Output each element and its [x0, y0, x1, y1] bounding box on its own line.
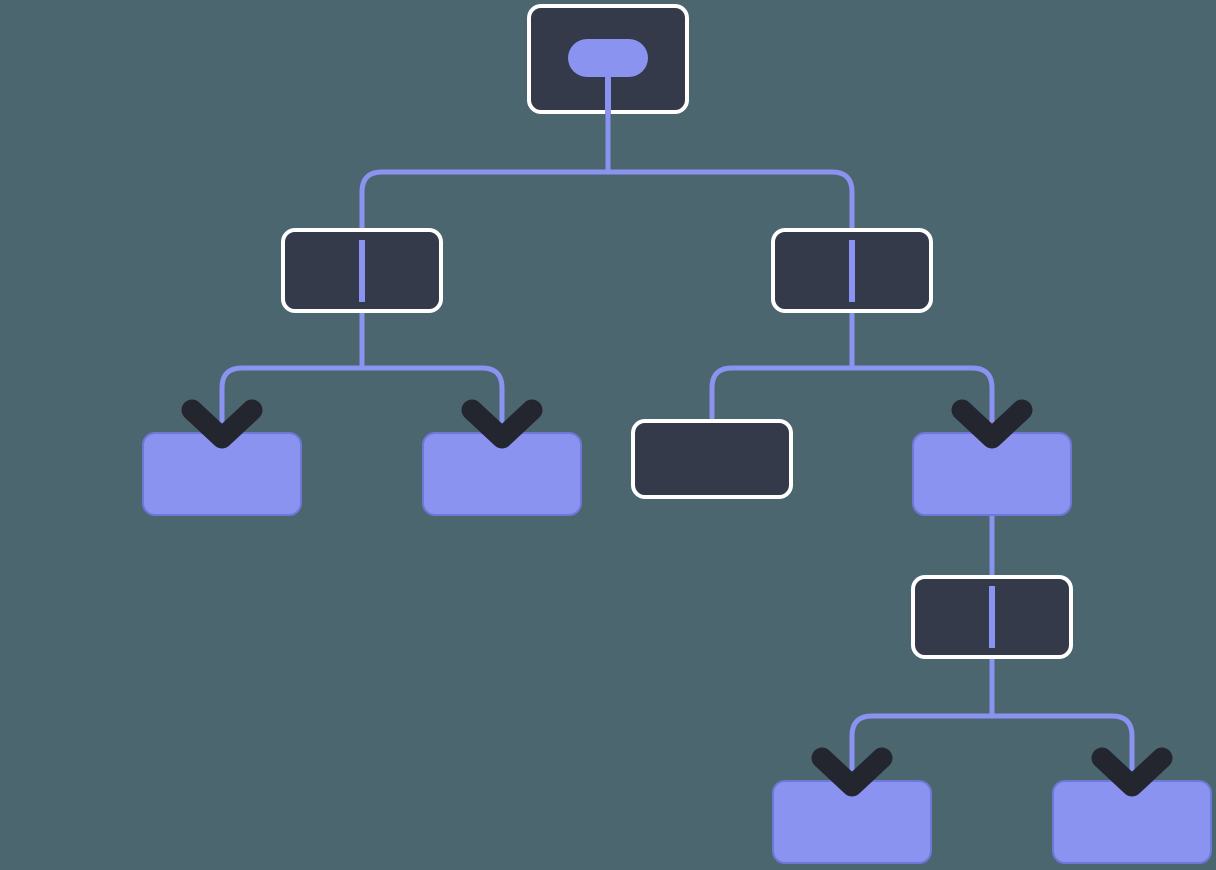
- bar-glyph-l2-right: [849, 240, 855, 302]
- root-pill-capsule: [568, 39, 648, 77]
- bar-glyph-level4: [989, 586, 995, 648]
- edge-root-to-l2-right: [608, 169, 855, 313]
- root-pill-stem: [605, 58, 611, 114]
- empty-dark-node[interactable]: [631, 419, 793, 499]
- bar-glyph-l2-left: [359, 240, 365, 302]
- connector-layer: [219, 114, 1135, 782]
- edge-root-to-l2-left: [359, 169, 608, 313]
- edge-level4-to-leaf-4: [849, 713, 992, 782]
- edge-l2-right-to-leaf-3: [852, 365, 995, 434]
- edge-l2-left-to-leaf-1: [219, 365, 362, 434]
- edge-l2-left-to-leaf-2: [362, 365, 505, 434]
- edge-l2-right-to-empty: [709, 365, 852, 419]
- node-glyph-layer: [359, 39, 995, 648]
- root-pill-glyph: [568, 39, 648, 114]
- edge-level4-to-leaf-5: [992, 713, 1135, 782]
- node-box: [631, 419, 793, 499]
- node-layer: [142, 4, 1212, 864]
